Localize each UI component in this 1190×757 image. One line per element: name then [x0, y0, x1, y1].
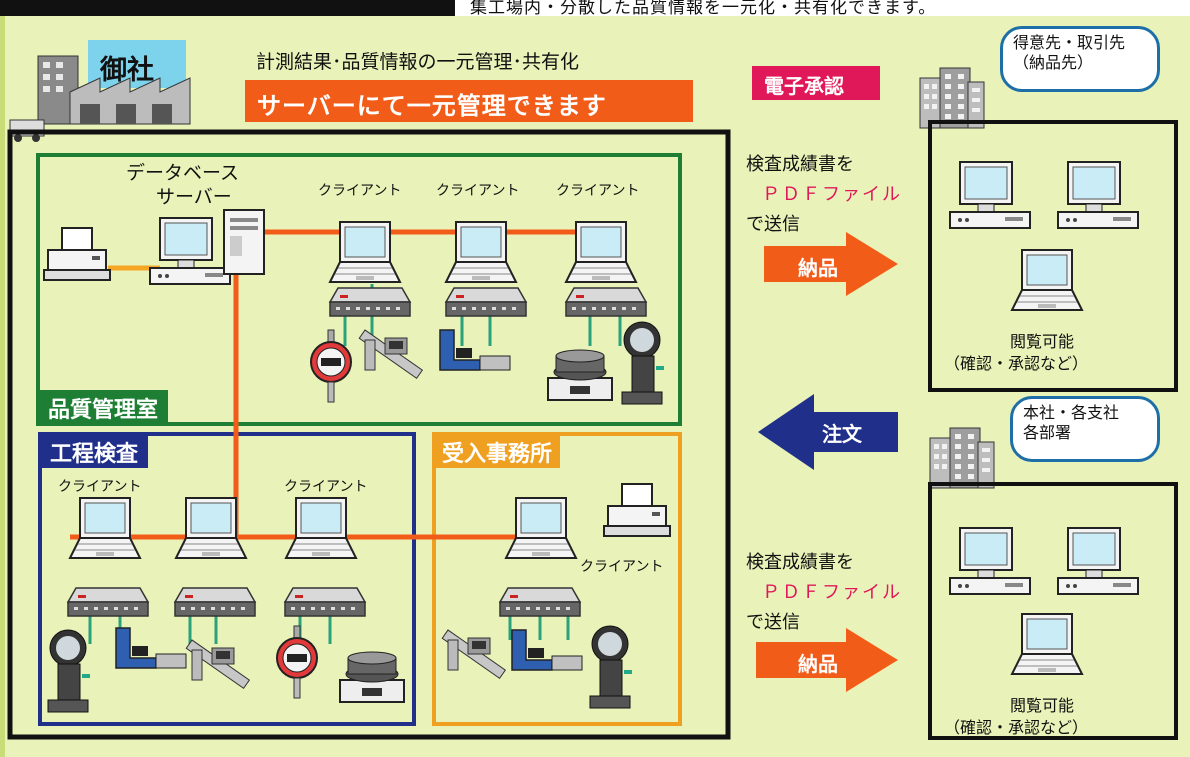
data-multiplexer-icon: [565, 287, 647, 317]
delivery-label-top: 納品: [798, 256, 838, 280]
printer-icon: [603, 483, 671, 537]
headline-subtitle: 計測結果･品質情報の一元管理･共有化: [256, 51, 580, 73]
header-highlight: [455, 0, 1190, 16]
client-label: クライアント: [58, 479, 142, 495]
customer-view-line1: 閲覧可能: [1010, 332, 1075, 351]
receiving-room-label: 受入事務所: [434, 434, 561, 468]
company-boundary: [7, 129, 731, 740]
branches-view-line2: （確認・承認など）: [944, 718, 1089, 737]
delivery-label-bottom: 納品: [798, 652, 838, 676]
desktop-icon: [949, 527, 1031, 595]
header-bar: 集工場内・分散した品質情報を一元化・共有化できます。: [0, 0, 1190, 18]
laptop-icon: [175, 497, 247, 559]
send-text-bottom-line3: で送信: [746, 612, 800, 633]
desktop-icon: [949, 161, 1031, 229]
headline-banner-text: サーバーにて一元管理できます: [257, 92, 607, 120]
branches-frame: [928, 482, 1178, 740]
customer-frame: [928, 120, 1178, 392]
profile-projector-icon: [47, 629, 91, 713]
send-text-top-line1: 検査成績書を: [746, 154, 854, 175]
order-label: 注文: [822, 422, 862, 446]
laptop-icon: [505, 497, 577, 559]
client-label: クライアント: [580, 559, 664, 575]
left-edge-band: [0, 16, 5, 757]
printer-icon: [43, 227, 111, 281]
laptop-icon: [1011, 613, 1083, 675]
data-multiplexer-icon: [67, 587, 149, 617]
branches-cloud-line2: 各部署: [1023, 423, 1072, 442]
dial-gauge-icon: [276, 625, 318, 699]
server-label-line2: サーバー: [156, 186, 232, 208]
client-label: クライアント: [436, 183, 520, 199]
branches-cloud-line1: 本社・各支社: [1023, 403, 1120, 422]
data-multiplexer-icon: [445, 287, 527, 317]
client-label: クライアント: [318, 183, 402, 199]
micrometer-icon: [115, 627, 187, 669]
desktop-icon: [1057, 161, 1139, 229]
office-building-icon: [929, 427, 995, 489]
process-room-label: 工程検査: [40, 434, 149, 468]
caliper-icon: [185, 639, 250, 689]
scale-icon: [339, 651, 405, 703]
branches-cloud: 本社・各支社 各部署: [1010, 396, 1160, 462]
laptop-icon: [565, 221, 637, 283]
send-text-bottom-line2: ＰＤＦファイル: [762, 582, 902, 603]
order-arrow: [758, 394, 898, 470]
client-label: クライアント: [284, 479, 368, 495]
profile-projector-icon: [589, 625, 633, 709]
laptop-icon: [285, 497, 357, 559]
company-label: 御社: [100, 55, 154, 86]
micrometer-icon: [439, 329, 511, 371]
e-approval-badge: 電子承認: [752, 66, 880, 100]
send-text-top-line2: ＰＤＦファイル: [762, 184, 902, 205]
customer-cloud-line1: 得意先・取引先: [1013, 33, 1126, 52]
quality-room-frame: [36, 153, 682, 426]
micrometer-icon: [511, 629, 583, 671]
data-multiplexer-icon: [174, 587, 256, 617]
data-multiplexer-icon: [499, 587, 581, 617]
send-text-bottom-line1: 検査成績書を: [746, 552, 854, 573]
branches-view-line1: 閲覧可能: [1010, 696, 1075, 715]
customer-view-line2: （確認・承認など）: [944, 354, 1089, 373]
process-room-frame: [38, 432, 416, 726]
laptop-icon: [445, 221, 517, 283]
server-label-line1: データベース: [126, 162, 240, 184]
client-label: クライアント: [556, 183, 640, 199]
server-tower-icon: [223, 209, 265, 275]
delivery-arrow-top: [764, 232, 898, 296]
laptop-icon: [329, 221, 401, 283]
database-server-icon: [149, 217, 231, 285]
delivery-arrow-bottom: [756, 628, 898, 692]
scale-icon: [547, 349, 613, 401]
headline-banner: サーバーにて一元管理できます: [245, 80, 693, 122]
caliper-icon: [441, 629, 506, 679]
header-partial-text: 集工場内・分散した品質情報を一元化・共有化できます。: [470, 0, 937, 18]
laptop-icon: [69, 497, 141, 559]
data-multiplexer-icon: [284, 587, 366, 617]
customer-cloud: 得意先・取引先 （納品先）: [1000, 26, 1160, 92]
customer-cloud-line2: （納品先）: [1013, 53, 1094, 72]
profile-projector-icon: [621, 321, 665, 405]
desktop-icon: [1057, 527, 1139, 595]
factory-icon: [9, 40, 191, 142]
data-multiplexer-icon: [329, 287, 411, 317]
quality-room-label: 品質管理室: [38, 390, 169, 424]
send-text-top-line3: で送信: [746, 214, 800, 235]
receiving-room-frame: [432, 432, 682, 726]
office-building-icon: [919, 67, 985, 129]
laptop-icon: [1011, 249, 1083, 311]
caliper-icon: [358, 329, 423, 379]
